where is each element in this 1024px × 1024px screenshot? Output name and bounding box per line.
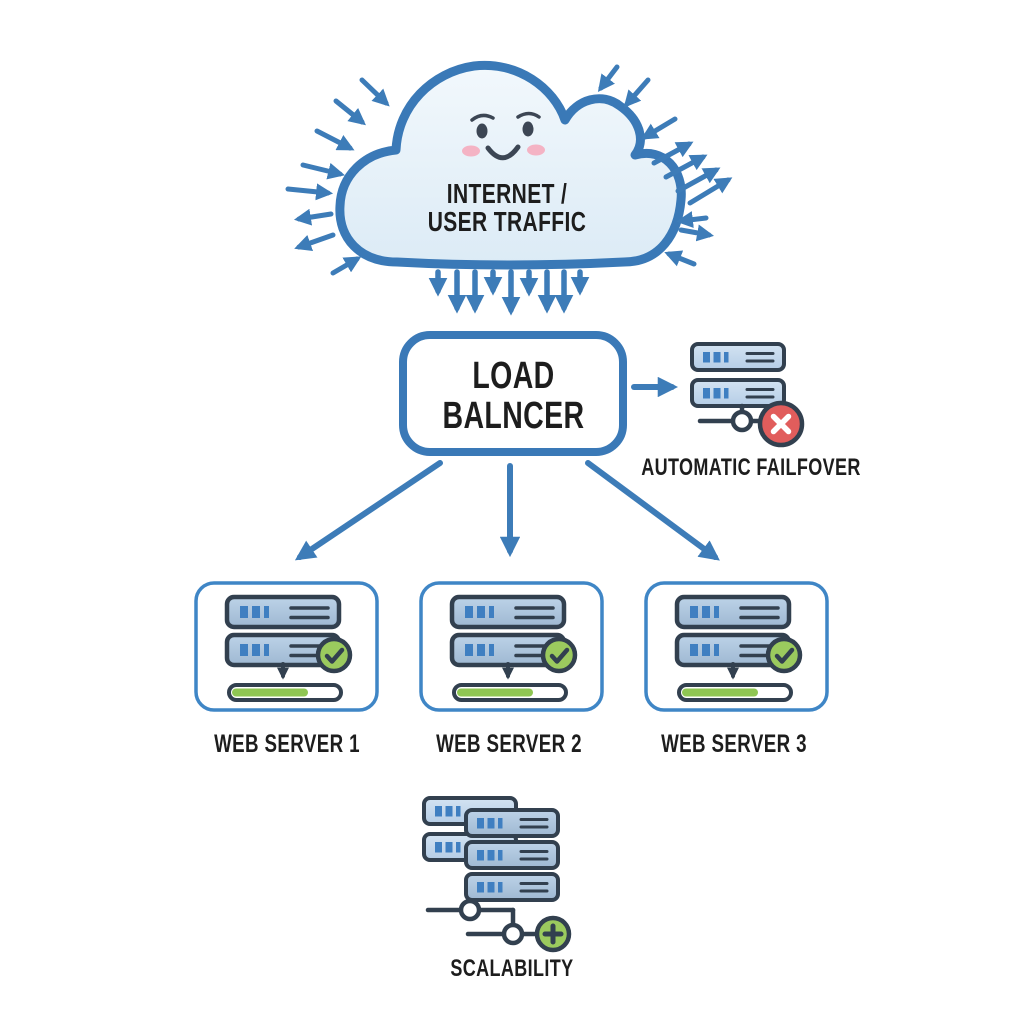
lb-to-webserver-arrows (294, 460, 720, 561)
internet-cloud-icon (335, 60, 686, 270)
scalability-icon (422, 796, 572, 953)
web-server-box-3 (646, 583, 827, 710)
failover-server-icon (690, 342, 805, 448)
cloud-traffic-arrows-right (597, 64, 733, 267)
cloud-to-lb-arrows (428, 269, 590, 316)
web-server-box-2 (421, 583, 602, 710)
cloud-face-icon (462, 111, 545, 161)
web-server-2-label: WEB SERVER 2 (436, 730, 582, 758)
failover-label: AUTOMATIC FAILFOVER (641, 454, 861, 481)
load-balancer-label: LOAD BALNCER (442, 355, 585, 437)
cloud-label: INTERNET / USER TRAFFIC (427, 178, 587, 237)
load-balancer-box (399, 331, 627, 456)
x-circle-red-icon (757, 400, 805, 448)
cloud-traffic-arrows-left (285, 77, 390, 276)
web-server-box-1 (196, 583, 377, 710)
web-server-3-label: WEB SERVER 3 (661, 730, 807, 758)
web-server-1-label: WEB SERVER 1 (214, 730, 360, 758)
scalability-label: SCALABILITY (450, 955, 574, 982)
plus-circle-green-icon (534, 915, 572, 953)
